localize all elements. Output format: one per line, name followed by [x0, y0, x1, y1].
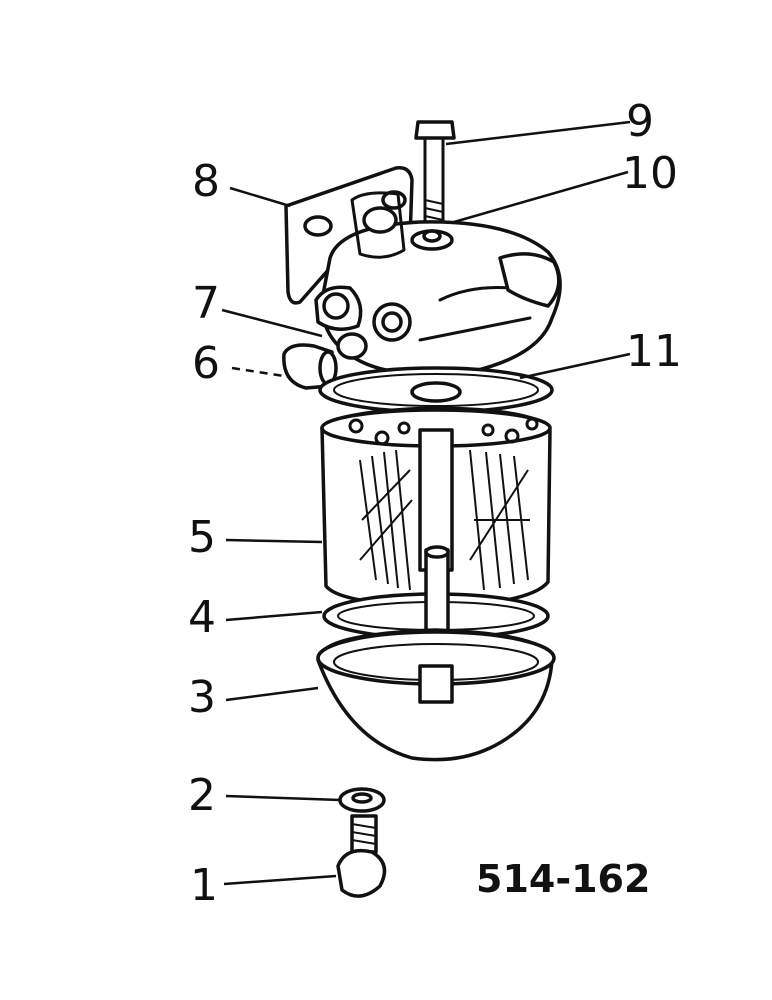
- leader-8: [229, 186, 291, 208]
- callout-9: 9: [626, 96, 654, 147]
- washer-part: [338, 787, 386, 813]
- callout-10: 10: [622, 148, 678, 199]
- leader-5: [225, 538, 323, 544]
- leader-3: [225, 686, 319, 702]
- leader-10: [453, 170, 629, 224]
- callout-3: 3: [188, 672, 216, 723]
- callout-6: 6: [192, 338, 220, 389]
- callout-4: 4: [188, 592, 216, 643]
- leader-11: [519, 352, 631, 380]
- leader-6: [231, 366, 285, 378]
- seal-ring-part: [318, 366, 554, 414]
- filter-bowl-part: [316, 628, 556, 762]
- leader-2: [225, 794, 341, 802]
- leader-4: [225, 610, 323, 622]
- leader-7: [221, 308, 323, 338]
- filter-element-part: [320, 406, 552, 608]
- drain-plug-part: [336, 814, 387, 898]
- diagram-code-label: 514-162: [476, 857, 650, 901]
- callout-labels: 9 10 8 7 6 11 5 4 3 2 1: [188, 96, 682, 911]
- callout-7: 7: [192, 278, 220, 329]
- filter-head-casting: [314, 191, 562, 377]
- leader-9: [445, 120, 631, 146]
- callout-8: 8: [192, 156, 220, 207]
- plug-part: [282, 343, 338, 390]
- leader-lines: [221, 120, 631, 886]
- callout-11: 11: [626, 326, 682, 377]
- callout-1: 1: [190, 860, 218, 911]
- callout-5: 5: [188, 512, 216, 563]
- callout-2: 2: [188, 770, 216, 821]
- bolt-part: [414, 120, 456, 238]
- leader-1: [223, 874, 337, 886]
